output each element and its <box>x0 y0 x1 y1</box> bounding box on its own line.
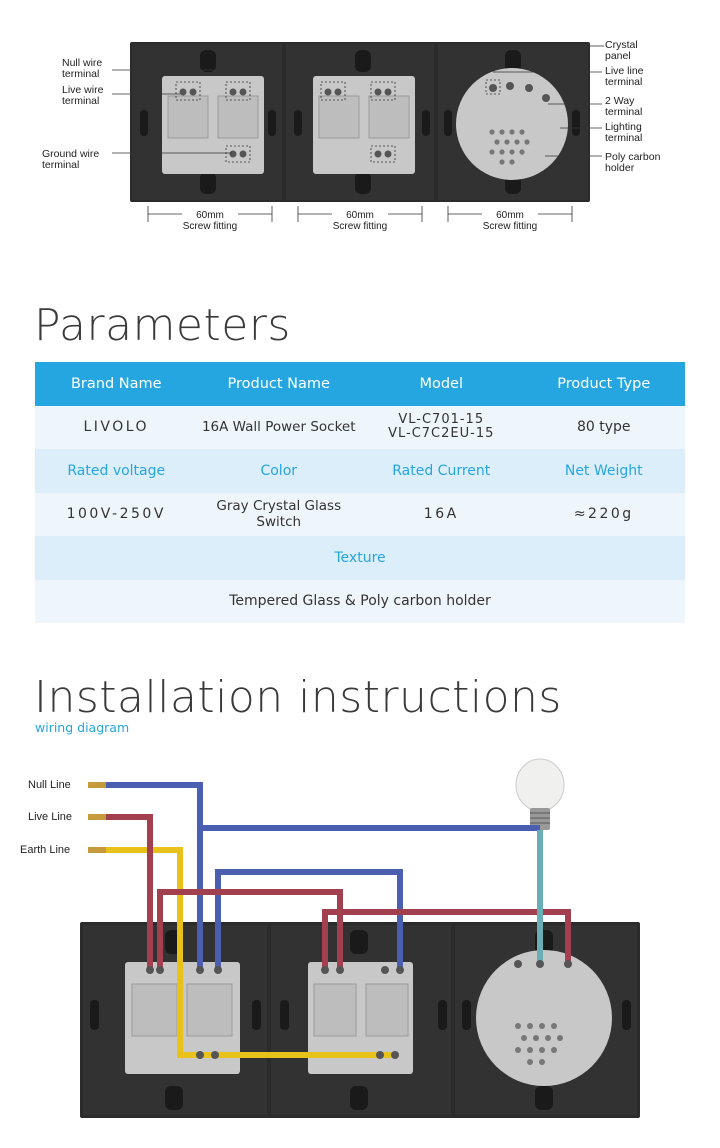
table-cell: Gray Crystal Glass Switch <box>197 492 360 536</box>
table-cell: Net Weight <box>522 449 685 493</box>
table-cell: Product Type <box>522 362 685 406</box>
wire-label-null: Null Line <box>28 779 71 791</box>
table-cell: 100V-250V <box>35 492 198 536</box>
table-cell: Brand Name <box>35 362 198 406</box>
texture-label: Texture <box>35 536 685 580</box>
dimension-size: 60mm <box>196 210 224 221</box>
installation-subtitle: wiring diagram <box>35 720 130 735</box>
table-cell: Product Name <box>197 362 360 406</box>
table-cell: Rated Current <box>360 449 523 493</box>
parameters-title: Parameters <box>34 300 291 351</box>
table-row: Rated voltage Color Rated Current Net We… <box>35 449 685 493</box>
wire-label-live: Live Line <box>28 811 73 823</box>
callout-null-wire: Null wire terminal <box>62 57 103 80</box>
dimension-size: 60mm <box>346 210 374 221</box>
light-bulb-icon <box>515 758 565 830</box>
callout-poly-carbon: Poly carbon holder <box>605 151 661 174</box>
installation-title: Installation instructions <box>34 672 562 723</box>
table-cell: 16A Wall Power Socket <box>197 405 360 449</box>
table-cell: 16A <box>360 492 523 536</box>
callout-ground-wire: Ground wire terminal <box>42 148 100 171</box>
table-row: Texture <box>35 536 685 580</box>
dimension-label: Screw fitting <box>332 221 388 232</box>
wire-label-earth: Earth Line <box>20 844 71 856</box>
parameters-table: Brand Name Product Name Model Product Ty… <box>35 362 685 623</box>
wiring-diagram <box>80 758 640 1118</box>
table-row: 100V-250V Gray Crystal Glass Switch 16A … <box>35 492 685 536</box>
table-cell: LIVOLO <box>35 405 198 449</box>
table-cell: Color <box>197 449 360 493</box>
callout-two-way: 2 Way terminal <box>605 95 643 118</box>
callout-live-line: Live line terminal <box>605 65 644 88</box>
table-cell: 80 type <box>522 405 685 449</box>
table-row: LIVOLO 16A Wall Power Socket VL-C701-15 … <box>35 405 685 449</box>
dimension-label: Screw fitting <box>182 221 238 232</box>
table-cell: Rated voltage <box>35 449 198 493</box>
table-cell: ≈220g <box>522 492 685 536</box>
product-panel-diagram <box>112 42 604 222</box>
texture-value: Tempered Glass & Poly carbon holder <box>35 579 685 623</box>
dimension-size: 60mm <box>496 210 524 221</box>
dimension-label: Screw fitting <box>482 221 538 232</box>
callout-lighting: Lighting terminal <box>605 121 643 144</box>
table-cell: VL-C701-15 VL-C7C2EU-15 <box>360 405 523 449</box>
callout-live-wire: Live wire terminal <box>62 84 104 107</box>
table-row: Tempered Glass & Poly carbon holder <box>35 579 685 623</box>
callout-crystal-panel: Crystal panel <box>605 39 638 62</box>
table-cell: Model <box>360 362 523 406</box>
table-row: Brand Name Product Name Model Product Ty… <box>35 362 685 406</box>
